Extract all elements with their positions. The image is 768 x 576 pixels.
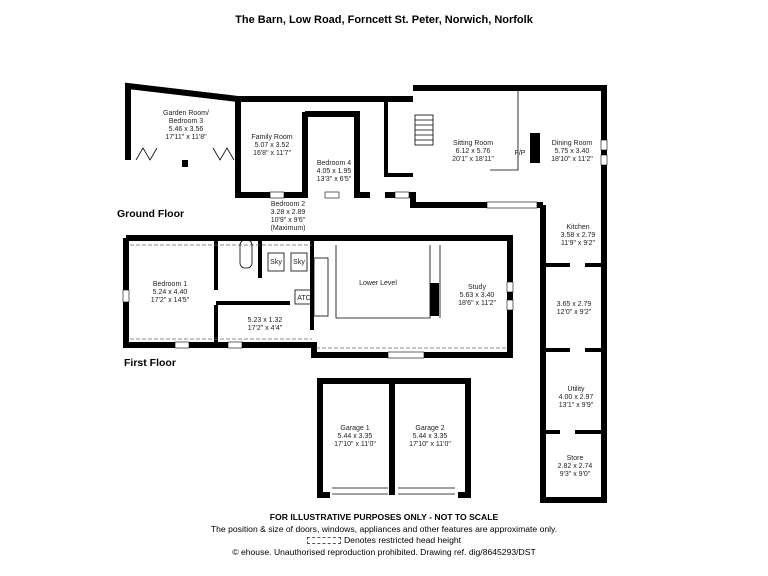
svg-text:6.12 x 5.76: 6.12 x 5.76 xyxy=(456,148,491,155)
svg-text:10'9" x 9'6": 10'9" x 9'6" xyxy=(271,217,306,224)
first-floor-label: First Floor xyxy=(124,357,176,369)
svg-text:5.75 x 3.40: 5.75 x 3.40 xyxy=(555,148,590,155)
plan-title: The Barn, Low Road, Forncett St. Peter, … xyxy=(235,14,533,26)
room-dining-room: Dining Room 5.75 x 3.40 18'10" x 11'2" xyxy=(551,140,593,163)
svg-text:3.65 x 2.79: 3.65 x 2.79 xyxy=(557,301,592,308)
svg-text:5.63 x 3.40: 5.63 x 3.40 xyxy=(460,292,495,299)
fireplace-block xyxy=(530,133,540,163)
svg-text:17'11" x 11'8": 17'11" x 11'8" xyxy=(165,134,207,141)
svg-text:17'2" x 14'5": 17'2" x 14'5" xyxy=(151,297,190,304)
footer: FOR ILLUSTRATIVE PURPOSES ONLY - NOT TO … xyxy=(0,512,768,558)
staircase-icon xyxy=(313,257,329,317)
svg-text:Dining Room: Dining Room xyxy=(552,140,593,147)
room-sitting-room: Sitting Room 6.12 x 5.76 20'1" x 18'11" xyxy=(452,140,494,163)
room-garage-2: Garage 2 5.44 x 3.35 17'10" x 11'0" xyxy=(409,425,451,448)
svg-text:5.44 x 3.35: 5.44 x 3.35 xyxy=(413,433,448,440)
room-kitchen: Kitchen 3.58 x 2.79 11'9" x 9'2" xyxy=(561,224,596,247)
svg-text:5.07 x 3.52: 5.07 x 3.52 xyxy=(255,142,290,149)
room-utility: Utility 4.00 x 2.97 13'1" x 9'9" xyxy=(559,386,594,409)
atc-label: ATC xyxy=(297,295,310,302)
restricted-height-icon xyxy=(306,537,341,545)
room-family-room: Family Room 5.07 x 3.52 16'8" x 11'7" xyxy=(251,134,292,157)
ground-floor-walls xyxy=(125,82,608,503)
svg-text:13'1" x 9'9": 13'1" x 9'9" xyxy=(559,402,594,409)
disclaimer: FOR ILLUSTRATIVE PURPOSES ONLY - NOT TO … xyxy=(269,512,499,522)
svg-text:13'3" x 6'5": 13'3" x 6'5" xyxy=(317,176,352,183)
svg-text:Bedroom 2: Bedroom 2 xyxy=(271,201,305,208)
skylight-label: Sky xyxy=(293,259,305,266)
svg-text:Kitchen: Kitchen xyxy=(566,224,589,231)
legend: Denotes restricted head height xyxy=(0,535,768,547)
bifold-door-icon xyxy=(212,147,235,161)
svg-text:18'6" x 11'2": 18'6" x 11'2" xyxy=(458,300,496,307)
copyright: © ehouse. Unauthorised reproduction proh… xyxy=(232,546,536,557)
fireplace-label: F/P xyxy=(515,150,526,157)
svg-text:Garage 1: Garage 1 xyxy=(340,425,369,432)
room-bedroom-4: Bedroom 4 4.05 x 1.95 13'3" x 6'5" xyxy=(317,160,352,183)
svg-text:17'10" x 11'0": 17'10" x 11'0" xyxy=(409,441,451,448)
svg-text:Utility: Utility xyxy=(567,386,585,393)
bath-icon xyxy=(239,239,253,269)
legend-text: Denotes restricted head height xyxy=(343,535,462,545)
room-bedroom-2: Bedroom 2 3.28 x 2.89 10'9" x 9'6" (Maxi… xyxy=(271,201,306,232)
svg-text:Study: Study xyxy=(468,284,486,291)
room-garden-room: Garden Room/ Bedroom 3 5.46 x 3.56 17'11… xyxy=(163,110,209,141)
room-bedroom-1: Bedroom 1 5.24 x 4.40 17'2" x 14'5" xyxy=(151,281,190,304)
svg-text:4.00 x 2.97: 4.00 x 2.97 xyxy=(559,394,594,401)
staircase-icon xyxy=(414,114,434,146)
svg-text:5.23 x 1.32: 5.23 x 1.32 xyxy=(248,317,283,324)
first-floor-walls xyxy=(122,235,514,359)
room-annex: 3.65 x 2.79 12'0" x 9'2" xyxy=(557,301,592,316)
svg-text:17'2" x 4'4": 17'2" x 4'4" xyxy=(248,325,283,332)
lower-level-label: Lower Level xyxy=(359,280,397,287)
svg-text:(Maximum): (Maximum) xyxy=(271,225,306,232)
svg-text:3.28 x 2.89: 3.28 x 2.89 xyxy=(271,209,306,216)
room-garage-1: Garage 1 5.44 x 3.35 17'10" x 11'0" xyxy=(334,425,376,448)
svg-text:Bedroom 3: Bedroom 3 xyxy=(169,118,203,125)
svg-text:Store: Store xyxy=(567,455,584,462)
room-study: Study 5.63 x 3.40 18'6" x 11'2" xyxy=(458,284,496,307)
svg-text:11'9" x 9'2": 11'9" x 9'2" xyxy=(561,240,595,247)
svg-text:18'10" x 11'2": 18'10" x 11'2" xyxy=(551,156,593,163)
svg-text:20'1" x 18'11": 20'1" x 18'11" xyxy=(452,156,494,163)
svg-text:2.82 x 2.74: 2.82 x 2.74 xyxy=(558,463,593,470)
svg-text:4.05 x 1.95: 4.05 x 1.95 xyxy=(317,168,352,175)
svg-text:17'10" x 11'0": 17'10" x 11'0" xyxy=(334,441,376,448)
room-landing: 5.23 x 1.32 17'2" x 4'4" xyxy=(248,317,283,332)
svg-text:Garage 2: Garage 2 xyxy=(415,425,444,432)
svg-text:5.46 x 3.56: 5.46 x 3.56 xyxy=(169,126,204,133)
svg-text:5.24 x 4.40: 5.24 x 4.40 xyxy=(153,289,188,296)
approximation-note: The position & size of doors, windows, a… xyxy=(210,523,558,534)
svg-text:9'3" x 9'0": 9'3" x 9'0" xyxy=(560,471,591,478)
svg-text:5.44 x 3.35: 5.44 x 3.35 xyxy=(338,433,373,440)
skylight-label: Sky xyxy=(270,259,282,266)
garage-walls xyxy=(317,378,471,498)
bifold-door-icon xyxy=(135,147,158,161)
svg-text:3.58 x 2.79: 3.58 x 2.79 xyxy=(561,232,596,239)
svg-text:16'8" x 11'7": 16'8" x 11'7" xyxy=(253,150,291,157)
svg-text:12'0" x 9'2": 12'0" x 9'2" xyxy=(557,309,592,316)
svg-text:Bedroom 4: Bedroom 4 xyxy=(317,160,351,167)
svg-text:Family Room: Family Room xyxy=(251,134,292,141)
svg-text:Garden Room/: Garden Room/ xyxy=(163,110,209,117)
svg-text:Bedroom 1: Bedroom 1 xyxy=(153,281,187,288)
svg-text:Sitting Room: Sitting Room xyxy=(453,140,493,147)
room-store: Store 2.82 x 2.74 9'3" x 9'0" xyxy=(558,455,593,478)
ground-floor-label: Ground Floor xyxy=(117,208,184,220)
